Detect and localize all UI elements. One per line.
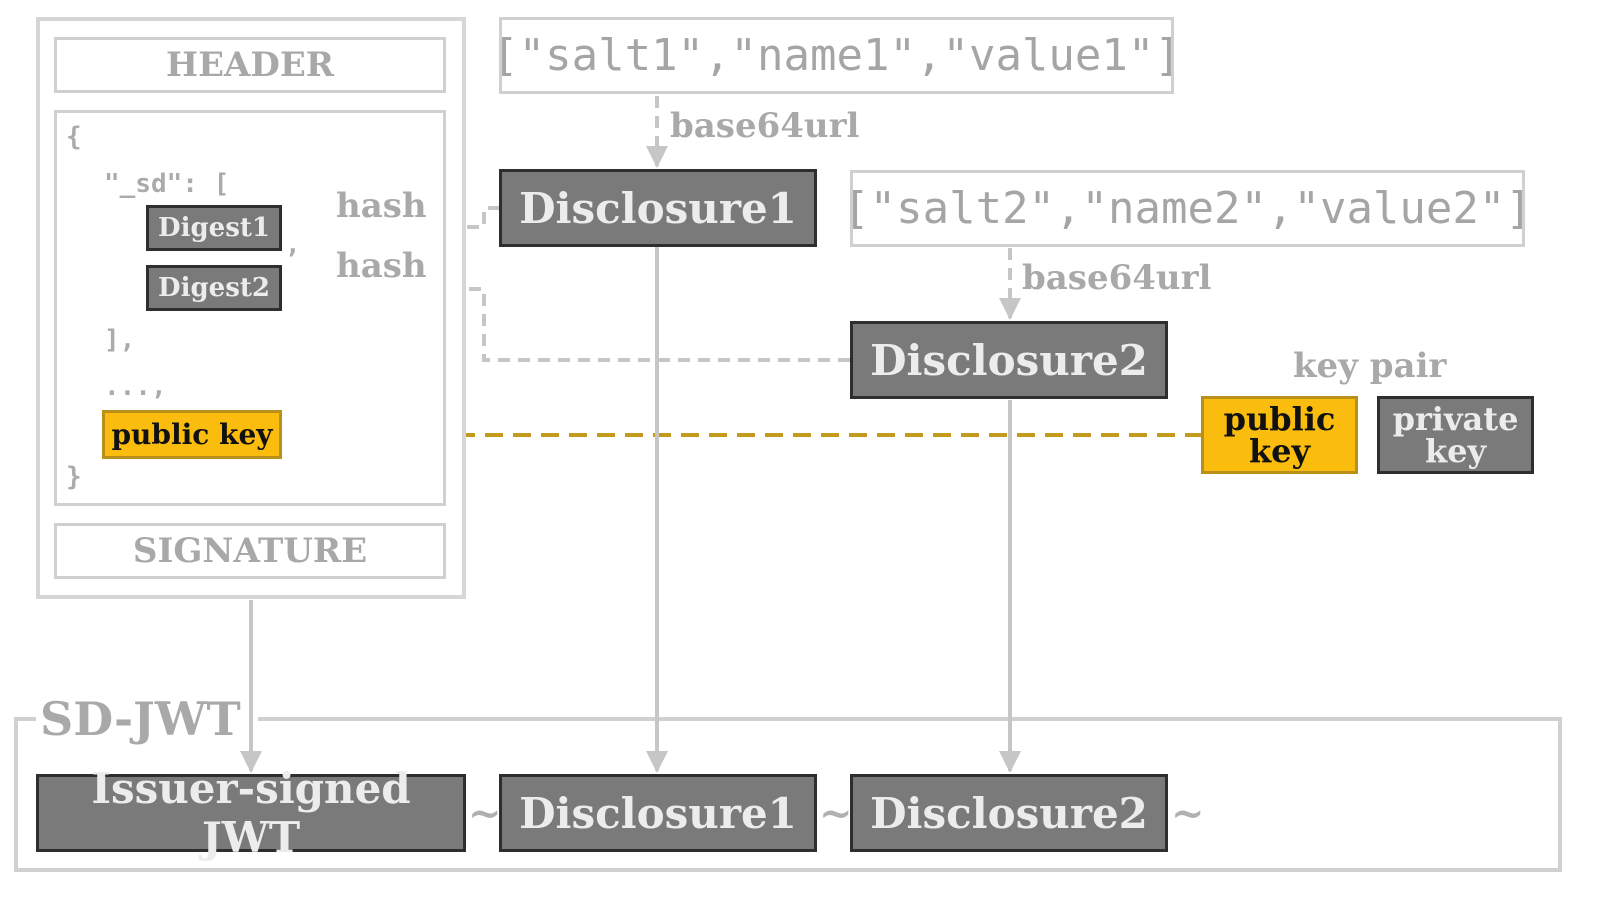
private-key-line1: private	[1392, 400, 1519, 438]
disclosure1-box: Disclosure1	[499, 169, 817, 247]
payload-public-key-box: public key	[102, 410, 282, 459]
payload-close-brace: }	[66, 462, 82, 492]
digest1-box: Digest1	[146, 205, 282, 251]
tilde-separator-3: ~	[1171, 790, 1205, 837]
hash-label-2: hash	[336, 246, 427, 286]
disclosure-array-1: ["salt1","name1","value1"]	[492, 17, 1181, 94]
digest2-box: Digest2	[146, 265, 282, 311]
sd-jwt-disclosure1-box: Disclosure1	[499, 774, 817, 852]
payload-open-brace: {	[66, 122, 82, 152]
sd-jwt-container-outline	[14, 717, 1562, 872]
public-key-line2: key	[1248, 432, 1311, 470]
jwt-signature-box: SIGNATURE	[54, 523, 446, 579]
sd-jwt-disclosure2-box: Disclosure2	[850, 774, 1168, 852]
tilde-separator-1: ~	[468, 790, 502, 837]
tilde-separator-2: ~	[819, 790, 853, 837]
disclosure2-box: Disclosure2	[850, 321, 1168, 399]
key-pair-private-key-box: private key	[1377, 396, 1534, 474]
payload-sd-line: "_sd": [	[104, 169, 230, 199]
hash-arrow-2	[284, 278, 850, 362]
base64url-label-2: base64url	[1022, 258, 1212, 298]
jwt-header-box: HEADER	[54, 37, 446, 93]
payload-array-close: ],	[104, 325, 136, 355]
hash-arrow-1	[284, 206, 500, 238]
disclosure-array-2: ["salt2","name2","value2"]	[843, 170, 1532, 247]
public-key-line1: public	[1223, 400, 1336, 438]
digest1-comma: ,	[285, 230, 301, 260]
key-pair-title: key pair	[1293, 346, 1447, 386]
key-pair-public-key-box: public key	[1201, 396, 1358, 474]
hash-label-1: hash	[336, 186, 427, 226]
payload-ellipsis: ...,	[104, 372, 167, 402]
sd-jwt-issuer-jwt-box: Issuer-signed JWT	[36, 764, 466, 862]
base64url-label-1: base64url	[670, 106, 860, 146]
sd-jwt-title: SD-JWT	[36, 692, 245, 746]
private-key-line2: key	[1424, 432, 1487, 470]
